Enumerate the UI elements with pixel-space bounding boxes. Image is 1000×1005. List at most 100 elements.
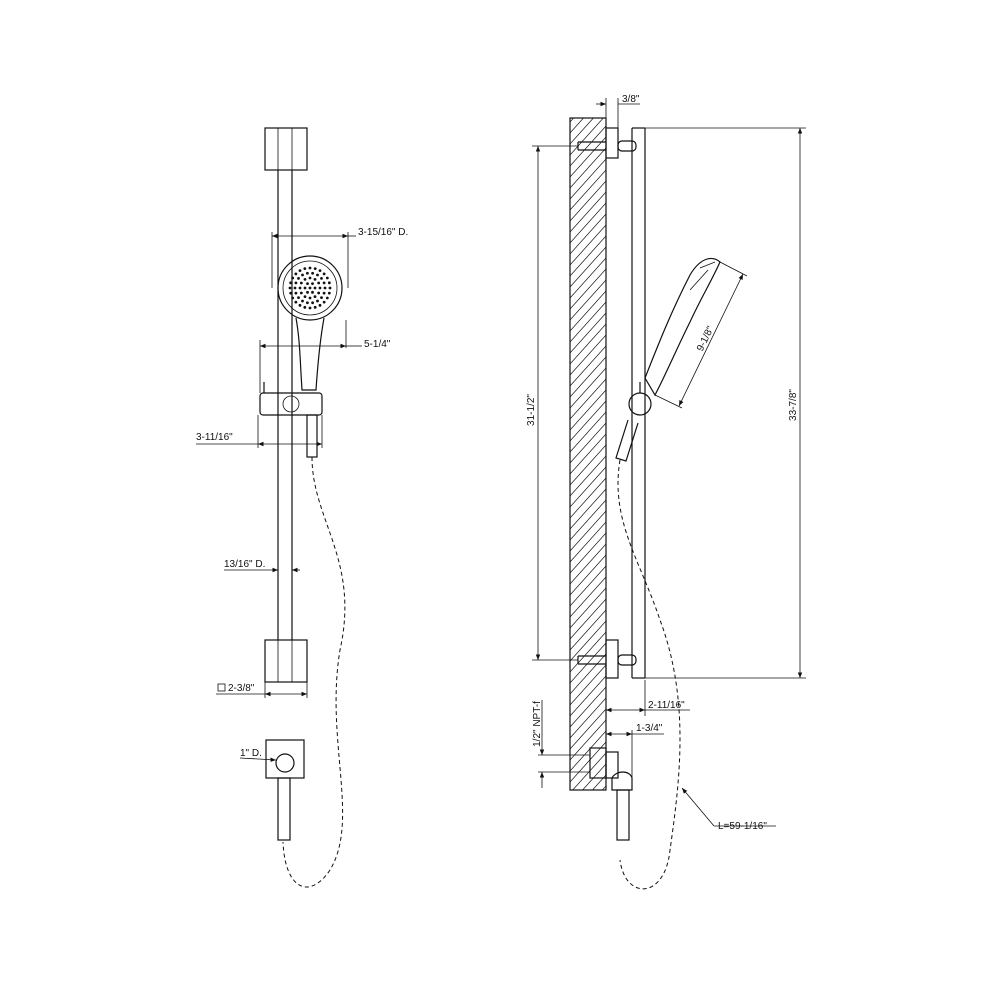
hatch-line: [570, 642, 606, 684]
wall-section: [569, 117, 607, 791]
nozzle: [328, 286, 332, 290]
hatch-line: [570, 334, 606, 376]
hatch-line: [570, 246, 606, 288]
nozzle: [301, 299, 304, 303]
hatch-line: [570, 466, 606, 508]
nozzle: [303, 305, 307, 309]
wall-outlet: [275, 753, 295, 773]
side-view: 3/8" 31-1/2" 33-7/8" 9-1/8" 2-11/16" 1-3…: [526, 71, 806, 890]
hatch-line: [570, 477, 606, 519]
hatch-line: [570, 565, 606, 607]
nozzle: [318, 303, 322, 307]
handshower-handle: [295, 317, 325, 391]
nozzle: [289, 291, 293, 295]
hatch-line: [570, 631, 606, 673]
hatch-line: [570, 118, 584, 134]
nozzle: [298, 286, 302, 290]
hatch-line: [570, 675, 606, 717]
nozzle: [311, 290, 314, 294]
hatch-line: [570, 444, 606, 486]
hatch-line: [570, 118, 604, 156]
front-view: 3-15/16" D. 5-1/4" 3-11/16" 13/16" D. 2-…: [196, 127, 408, 888]
dim-outlet-projection: 1-3/4": [636, 723, 663, 734]
nozzle: [311, 301, 314, 305]
nozzle: [294, 272, 298, 276]
slider: [259, 392, 323, 416]
hatch-line: [570, 279, 606, 321]
handshower-head: [277, 255, 343, 321]
nozzle: [293, 286, 297, 290]
dim-bar-diameter: 13/16" D.: [224, 559, 265, 570]
nozzle: [306, 290, 309, 294]
bottom-wall-bracket: [264, 639, 308, 683]
nozzle: [303, 267, 307, 271]
nozzle: [291, 276, 295, 280]
top-wall-bracket: [264, 127, 308, 171]
nozzle: [325, 296, 329, 300]
hatch-line: [570, 499, 606, 541]
dim-bar-offset: 2-11/16": [648, 700, 685, 711]
dim-outlet-diameter: 1" D.: [240, 748, 262, 759]
nozzle: [313, 267, 317, 271]
top-screw: [577, 141, 606, 151]
nozzle: [299, 291, 303, 295]
nozzle: [288, 286, 292, 290]
nozzle: [311, 271, 314, 275]
nozzle: [322, 281, 326, 285]
hatch-line: [570, 543, 606, 585]
nozzle: [317, 291, 321, 295]
hatch-line: [570, 664, 606, 706]
hatch-line: [570, 235, 606, 277]
hatch-line: [570, 367, 606, 409]
nozzle: [327, 291, 331, 295]
nozzle: [291, 296, 295, 300]
hatch-line: [570, 400, 606, 442]
hatch-line: [570, 71, 606, 111]
nozzle: [313, 286, 317, 290]
dim-overall-height: 33-7/8": [788, 389, 799, 421]
side-outlet-plate: [589, 747, 607, 779]
bottom-screw: [577, 655, 606, 665]
hatch-line: [570, 268, 606, 310]
hatch-line: [570, 169, 606, 211]
square-symbol-icon: [217, 683, 226, 692]
nozzle: [297, 276, 300, 280]
spray-nozzles: [288, 266, 332, 310]
hatch-line: [570, 312, 606, 354]
dim-bracket-depth: 3/8": [622, 94, 640, 105]
dim-handshower-length: 9-1/8": [695, 324, 717, 353]
hatch-line: [570, 455, 606, 497]
hatch-line: [570, 730, 606, 772]
hatch-line: [570, 301, 606, 343]
hatch-line: [570, 290, 606, 332]
nozzle: [317, 281, 321, 285]
nozzle: [299, 281, 303, 285]
hatch-line: [570, 819, 606, 859]
nozzle: [320, 276, 323, 280]
nozzle: [301, 273, 304, 277]
nozzle: [298, 303, 302, 307]
hatch-line: [570, 378, 606, 420]
nozzle: [308, 266, 312, 270]
nozzle: [322, 291, 326, 295]
nozzle: [316, 299, 319, 303]
hatch-line: [570, 356, 606, 398]
nozzle: [313, 295, 317, 299]
hatch-line: [570, 576, 606, 618]
side-hose: [617, 459, 681, 890]
nozzle: [316, 273, 319, 277]
side-top-bracket: [605, 127, 619, 159]
hatch-line: [570, 808, 606, 848]
nozzle: [294, 300, 298, 304]
hatch-line: [570, 136, 606, 178]
nozzle: [289, 281, 293, 285]
side-hose-connector: [615, 419, 639, 462]
hatch-line: [570, 202, 606, 244]
hatch-line: [570, 422, 606, 464]
nozzle: [313, 305, 317, 309]
dim-handshower-diameter: 3-15/16" D.: [358, 227, 408, 238]
hatch-line: [570, 433, 606, 475]
dim-handshower-projection: 5-1/4": [364, 339, 391, 350]
